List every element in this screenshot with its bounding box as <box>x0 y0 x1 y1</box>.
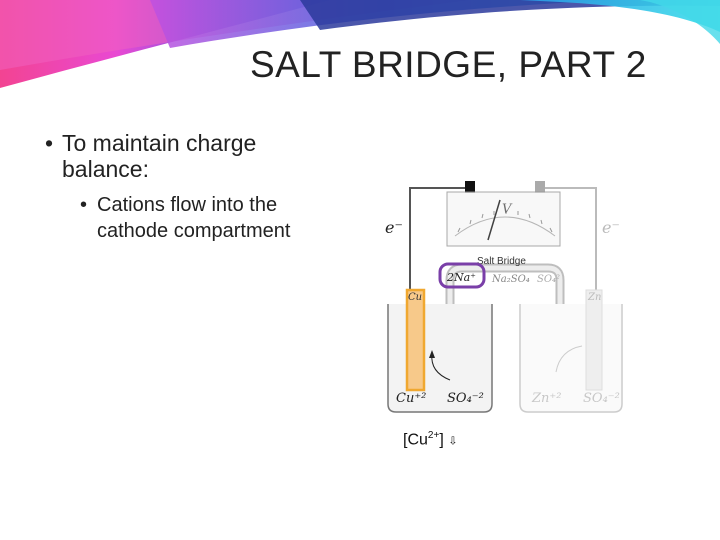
bullet-level-2: • Cations flow into the cathode compartm… <box>80 192 350 244</box>
anode-electrode <box>585 289 603 391</box>
terminal-right <box>535 181 545 193</box>
caption-base: [Cu <box>403 431 428 449</box>
left-ion-1: Cu⁺² <box>396 391 426 406</box>
concentration-caption: [Cu2+] ⇩ <box>403 430 457 449</box>
anode-label: Zn <box>587 292 601 303</box>
salt-bridge-label: Salt Bridge <box>477 256 526 267</box>
left-ion-2: SO₄⁻² <box>447 391 484 406</box>
bridge-formula-2: SO₄² <box>537 274 560 285</box>
banner-band-teal <box>640 0 720 44</box>
banner-band-navy <box>300 0 720 30</box>
sodium-highlight <box>438 262 486 289</box>
right-ion-1: Zn⁺² <box>531 391 561 406</box>
right-ion-2: SO₄⁻² <box>583 391 620 406</box>
bullet-text: To maintain charge balance: <box>62 130 257 182</box>
cathode-label: Cu <box>408 292 422 303</box>
salt-bridge-inner <box>447 265 563 330</box>
bullet-dot: • <box>80 194 88 216</box>
bridge-formula-1: Na₂SO₄ <box>491 274 530 285</box>
electron-label-left: e⁻ <box>385 218 403 237</box>
bullet-level-1: • To maintain charge balance: <box>45 130 345 182</box>
decorative-banner <box>0 0 720 88</box>
terminal-left <box>465 181 475 193</box>
cathode-electrode <box>405 288 426 392</box>
sodium-label: 2Na⁺ <box>446 271 476 284</box>
caption-charge: 2+ <box>427 430 440 441</box>
anion-flow-arrow <box>555 345 583 373</box>
bullet-text: Cations flow into the cathode compartmen… <box>97 194 291 242</box>
bullet-dot: • <box>45 130 54 156</box>
voltmeter: V <box>446 191 561 247</box>
caption-tail: ] <box>439 431 449 449</box>
electrochemical-cell-diagram: V e⁻ e⁻ Salt Bridge Na₂SO₄ SO₄² 2Na⁺ Cu … <box>385 181 623 413</box>
down-arrow-icon: ⇩ <box>448 434 458 448</box>
electron-label-right: e⁻ <box>602 218 620 237</box>
voltmeter-label: V <box>502 202 513 217</box>
banner-band-magenta <box>0 0 470 70</box>
slide-title: SALT BRIDGE, PART 2 <box>250 44 647 85</box>
voltmeter-needle <box>487 199 501 241</box>
banner-band-blue <box>150 0 620 48</box>
